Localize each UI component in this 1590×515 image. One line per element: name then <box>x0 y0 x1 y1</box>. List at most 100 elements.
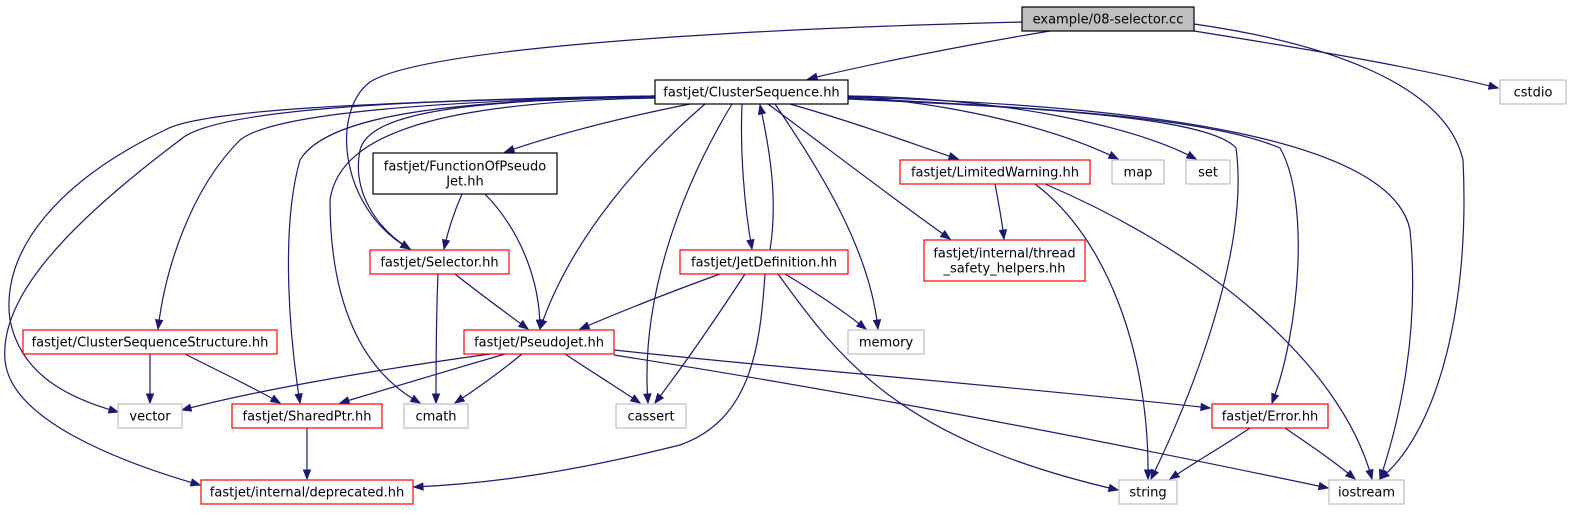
arrow-head <box>338 396 351 405</box>
node-box <box>679 249 849 275</box>
node-label: cmath <box>415 410 456 425</box>
arrow-head <box>1185 150 1198 160</box>
node-cs[interactable]: fastjet/ClusterSequence.hh <box>654 79 849 105</box>
node-cmath: cmath <box>403 403 469 429</box>
edge-line <box>435 273 439 404</box>
edge-sel_cc-to-cstdio <box>1193 30 1500 90</box>
edge-lw-to-tsh <box>994 183 1008 241</box>
node-css[interactable]: fastjet/ClusterSequenceStructure.hh <box>22 329 278 355</box>
edge-cs-to-jetdef <box>740 103 755 251</box>
arrow-head <box>294 393 303 405</box>
edge-line <box>504 103 691 153</box>
edge-line <box>654 273 746 404</box>
node-label: fastjet/JetDefinition.hh <box>691 256 837 271</box>
edge-cs-to-sptr <box>287 96 656 405</box>
node-string: string <box>1118 479 1178 505</box>
node-deprecated[interactable]: fastjet/internal/deprecated.hh <box>200 479 414 505</box>
arrow-head <box>189 478 202 487</box>
edge-pj-to-error <box>613 349 1212 412</box>
node-box <box>899 159 1091 185</box>
edge-line <box>807 30 1051 80</box>
edge-selector-to-cmath <box>431 273 441 405</box>
node-box <box>654 79 849 105</box>
node-lw[interactable]: fastjet/LimitedWarning.hh <box>899 159 1091 185</box>
node-error[interactable]: fastjet/Error.hh <box>1211 403 1329 429</box>
edge-line <box>789 103 959 160</box>
node-sel_cc: example/08-selector.cc <box>1021 6 1195 32</box>
node-label: _safety_helpers.hh <box>943 262 1066 277</box>
node-label: map <box>1124 166 1153 181</box>
arrow-head <box>302 469 312 481</box>
node-map: map <box>1111 159 1165 185</box>
arrow-head <box>517 319 530 330</box>
node-memory: memory <box>847 329 925 355</box>
node-set: set <box>1185 159 1231 185</box>
edge-pj-to-sptr <box>338 353 506 405</box>
edge-line <box>184 353 281 404</box>
edge-line <box>759 104 774 251</box>
edge-line <box>1044 183 1373 480</box>
node-label: set <box>1198 166 1218 181</box>
edge-line <box>287 96 656 404</box>
arrow-head <box>1271 392 1280 405</box>
edge-line <box>740 103 753 250</box>
arrow-head <box>155 319 164 331</box>
edge-line <box>1193 23 1465 480</box>
edge-error-to-iostream <box>1284 427 1357 480</box>
edge-pj-to-cassert <box>564 353 642 404</box>
edge-fopj-to-selector <box>441 193 463 251</box>
edge-line <box>484 193 541 330</box>
edge-line <box>346 21 1023 250</box>
node-sptr[interactable]: fastjet/SharedPtr.hh <box>231 403 383 429</box>
node-label: fastjet/ClusterSequence.hh <box>663 86 839 101</box>
edge-line <box>8 95 656 413</box>
edge-line <box>1034 183 1149 480</box>
node-cstdio: cstdio <box>1499 79 1567 105</box>
arrow-head <box>629 394 642 404</box>
node-label: example/08-selector.cc <box>1033 13 1184 28</box>
edge-line <box>539 103 706 330</box>
node-box <box>369 249 510 275</box>
edge-jetdef-to-pj <box>578 273 721 330</box>
arrow-head <box>578 321 591 330</box>
arrow-head <box>1200 402 1212 412</box>
edge-line <box>767 103 951 240</box>
node-box <box>1021 6 1195 32</box>
edge-fopj-to-pj <box>484 193 545 331</box>
arrow-head <box>269 394 282 404</box>
arrow-head <box>746 238 755 251</box>
node-label: fastjet/PseudoJet.hh <box>474 336 604 351</box>
node-selector[interactable]: fastjet/Selector.hh <box>369 249 510 275</box>
node-box <box>117 403 183 429</box>
arrow-head <box>855 319 868 330</box>
node-label: string <box>1129 486 1166 501</box>
node-jetdef[interactable]: fastjet/JetDefinition.hh <box>679 249 849 275</box>
node-box <box>200 479 414 505</box>
node-iostream: iostream <box>1328 479 1405 505</box>
node-box <box>1499 79 1567 105</box>
arrow-head <box>1317 481 1330 491</box>
node-pj[interactable]: fastjet/PseudoJet.hh <box>463 329 615 355</box>
arrow-head <box>535 319 545 331</box>
arrow-head <box>1168 470 1181 480</box>
nodes-layer: example/08-selector.cc fastjet/ClusterSeq… <box>22 6 1567 505</box>
edge-line <box>774 103 879 330</box>
arrow-head <box>441 238 451 251</box>
edge-pj-to-vector <box>180 353 491 412</box>
arrow-head <box>145 393 155 405</box>
node-label: fastjet/Selector.hh <box>380 256 498 271</box>
edge-line <box>339 353 506 404</box>
node-tsh[interactable]: fastjet/internal/thread_safety_helpers.h… <box>923 239 1086 282</box>
edge-line <box>413 273 766 488</box>
edge-line <box>777 273 1119 491</box>
edge-lw-to-string <box>1034 183 1153 481</box>
arrow-head <box>1365 468 1374 481</box>
node-vector: vector <box>117 403 183 429</box>
arrow-head <box>872 319 882 331</box>
edge-cs-to-cassert <box>643 103 733 405</box>
node-box <box>847 329 925 355</box>
node-label: fastjet/ClusterSequenceStructure.hh <box>32 336 269 351</box>
arrow-head <box>643 393 652 405</box>
